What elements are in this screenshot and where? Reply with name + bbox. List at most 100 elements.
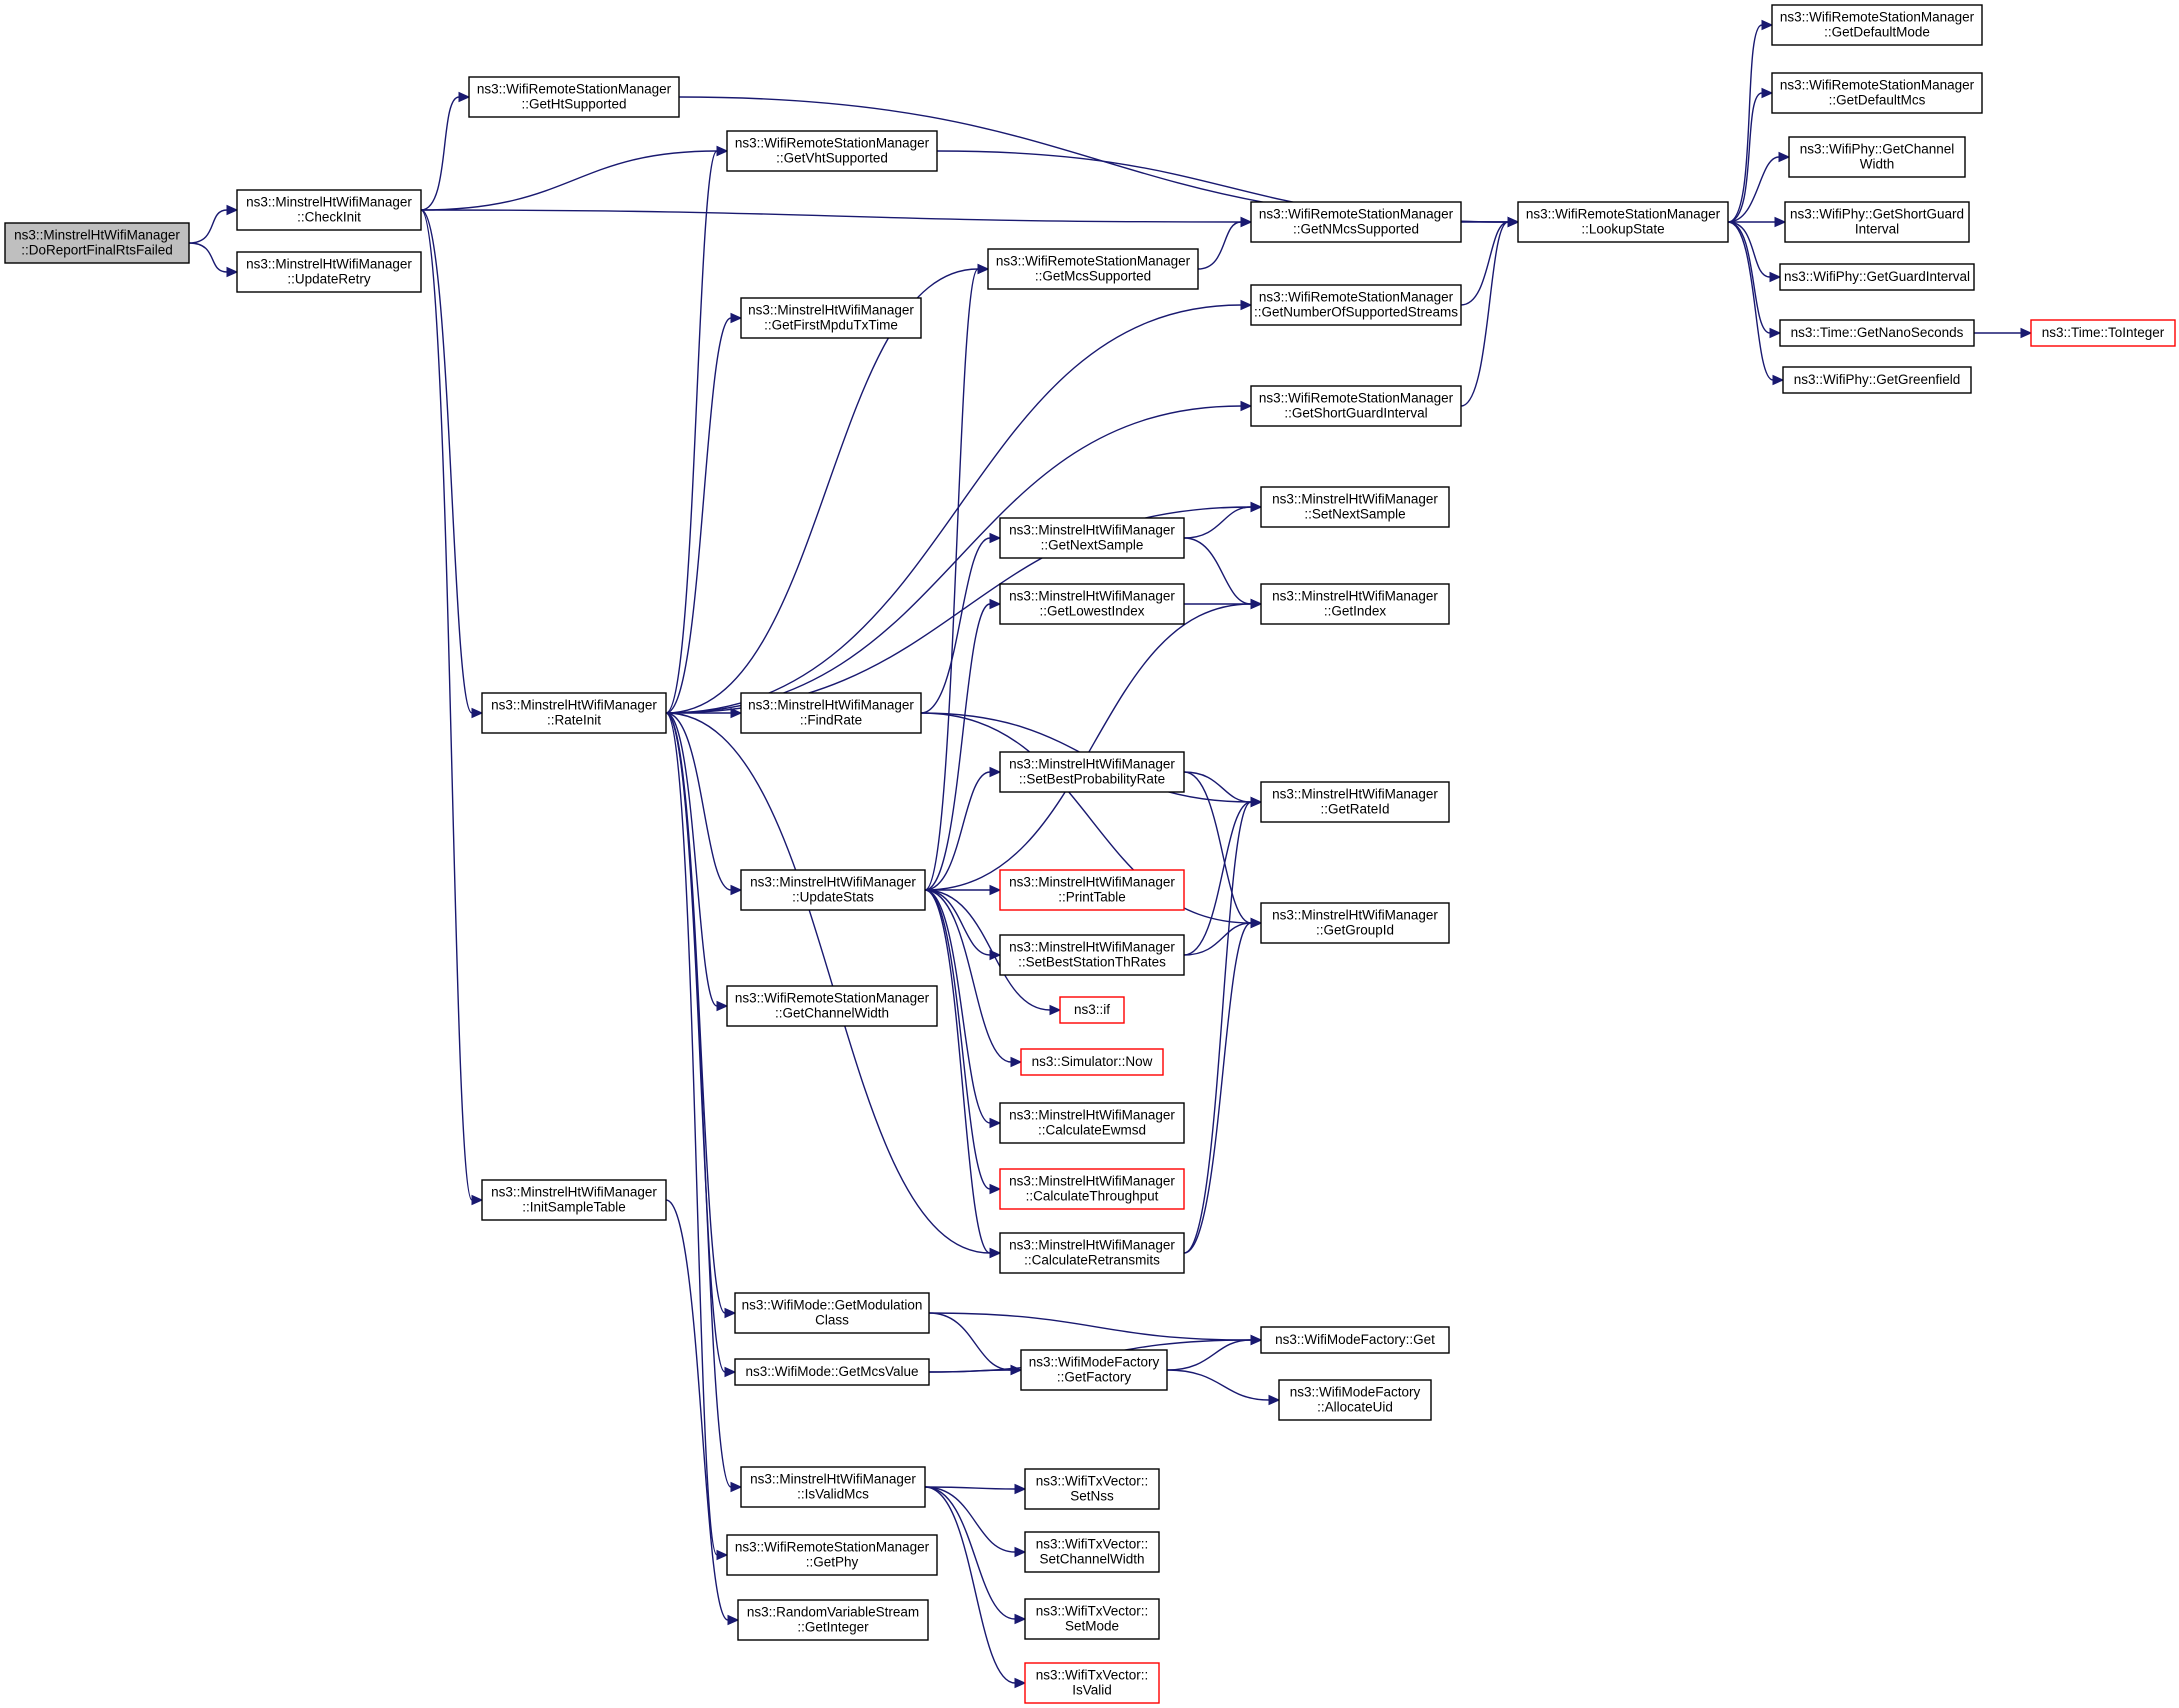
- graph-node-n33[interactable]: ns3::if: [1059, 996, 1125, 1024]
- graph-node-n26[interactable]: ns3::MinstrelHtWifiManager::SetBestProba…: [999, 751, 1185, 793]
- graph-node-n23[interactable]: ns3::MinstrelHtWifiManager::GetLowestInd…: [999, 583, 1185, 625]
- node-box: [4, 222, 190, 264]
- node-label: ::GetDefaultMcs: [1829, 93, 1926, 108]
- graph-node-n40[interactable]: ns3::WifiMode::GetMcsValue: [734, 1358, 930, 1386]
- graph-node-n30[interactable]: ns3::MinstrelHtWifiManager::SetBestStati…: [999, 934, 1185, 976]
- arrowhead: [989, 1117, 1002, 1129]
- node-label: ns3::MinstrelHtWifiManager: [1009, 757, 1175, 772]
- graph-node-n48[interactable]: ns3::RandomVariableStream::GetInteger: [737, 1599, 929, 1641]
- graph-node-n7[interactable]: ns3::MinstrelHtWifiManager::InitSampleTa…: [481, 1179, 667, 1221]
- arrowhead: [989, 884, 1002, 896]
- graph-node-n44[interactable]: ns3::WifiTxVector::SetNss: [1024, 1468, 1160, 1510]
- graph-node-n6[interactable]: ns3::MinstrelHtWifiManager::RateInit: [481, 692, 667, 734]
- node-box: [1771, 4, 1983, 46]
- node-label: ns3::MinstrelHtWifiManager: [1009, 940, 1175, 955]
- node-box: [1020, 1048, 1164, 1076]
- graph-node-n3[interactable]: ns3::WifiRemoteStationManager::GetHtSupp…: [468, 76, 680, 118]
- node-box: [999, 517, 1185, 559]
- arrowhead: [1778, 151, 1791, 163]
- node-box: [734, 1292, 930, 1334]
- node-box: [236, 251, 422, 293]
- graph-node-n11[interactable]: ns3::WifiPhy::GetChannelWidth: [1788, 136, 1966, 178]
- node-label: ns3::WifiPhy::GetShortGuard: [1790, 207, 1964, 222]
- node-label: IsValid: [1072, 1683, 1112, 1698]
- graph-node-n22[interactable]: ns3::MinstrelHtWifiManager::GetNextSampl…: [999, 517, 1185, 559]
- node-label: ::GetLowestIndex: [1039, 604, 1144, 619]
- graph-node-n15[interactable]: ns3::Time::ToInteger: [2030, 319, 2176, 347]
- graph-node-n8[interactable]: ns3::WifiRemoteStationManager::LookupSta…: [1517, 201, 1729, 243]
- edge-n28-n35: [924, 889, 991, 1124]
- arrowhead: [1250, 598, 1263, 610]
- node-box: [987, 248, 1199, 290]
- node-box: [1250, 385, 1462, 427]
- graph-node-n5[interactable]: ns3::WifiRemoteStationManager::GetNMcsSu…: [1250, 201, 1462, 243]
- node-box: [1260, 1326, 1450, 1354]
- graph-node-n18[interactable]: ns3::MinstrelHtWifiManager::GetFirstMpdu…: [740, 297, 922, 339]
- graph-node-n0[interactable]: ns3::MinstrelHtWifiManager::DoReportFina…: [4, 222, 190, 264]
- arrowhead: [989, 532, 1002, 544]
- edge-n22-n24: [1183, 537, 1252, 605]
- graph-node-n42[interactable]: ns3::WifiModeFactory::AllocateUid: [1278, 1379, 1432, 1421]
- graph-node-n9[interactable]: ns3::WifiRemoteStationManager::GetDefaul…: [1771, 4, 1983, 46]
- arrowhead: [1250, 501, 1263, 513]
- graph-node-n37[interactable]: ns3::MinstrelHtWifiManager::CalculateRet…: [999, 1232, 1185, 1274]
- edge-n20-n8: [1460, 221, 1509, 407]
- node-label: ns3::MinstrelHtWifiManager: [748, 303, 914, 318]
- graph-node-n49[interactable]: ns3::WifiTxVector::IsValid: [1024, 1662, 1160, 1704]
- graph-node-n47[interactable]: ns3::WifiTxVector::SetMode: [1024, 1598, 1160, 1640]
- graph-node-n29[interactable]: ns3::MinstrelHtWifiManager::PrintTable: [999, 869, 1185, 911]
- graph-node-n35[interactable]: ns3::MinstrelHtWifiManager::CalculateEwm…: [999, 1102, 1185, 1144]
- graph-node-n25[interactable]: ns3::MinstrelHtWifiManager::FindRate: [740, 692, 922, 734]
- arrowhead: [727, 1614, 740, 1626]
- graph-node-n10[interactable]: ns3::WifiRemoteStationManager::GetDefaul…: [1771, 72, 1983, 114]
- arrowhead: [730, 1481, 743, 1493]
- arrowhead: [1010, 1056, 1023, 1068]
- graph-node-n27[interactable]: ns3::MinstrelHtWifiManager::GetRateId: [1260, 781, 1450, 823]
- graph-node-n14[interactable]: ns3::Time::GetNanoSeconds: [1779, 319, 1975, 347]
- graph-node-n19[interactable]: ns3::WifiRemoteStationManager::GetNumber…: [1250, 284, 1462, 326]
- graph-node-n12[interactable]: ns3::WifiPhy::GetShortGuardInterval: [1784, 201, 1970, 243]
- graph-node-n4[interactable]: ns3::WifiRemoteStationManager::GetVhtSup…: [726, 130, 938, 172]
- graph-node-n17[interactable]: ns3::WifiRemoteStationManager::GetMcsSup…: [987, 248, 1199, 290]
- graph-node-n46[interactable]: ns3::WifiRemoteStationManager::GetPhy: [726, 1534, 938, 1576]
- arrowhead: [1240, 216, 1253, 228]
- node-box: [740, 297, 922, 339]
- node-label: ::SetNextSample: [1304, 507, 1405, 522]
- node-box: [999, 934, 1185, 976]
- graph-node-n24[interactable]: ns3::MinstrelHtWifiManager::GetIndex: [1260, 583, 1450, 625]
- arrowhead: [716, 1000, 729, 1012]
- graph-node-n1[interactable]: ns3::MinstrelHtWifiManager::CheckInit: [236, 189, 422, 231]
- node-label: ns3::MinstrelHtWifiManager: [1272, 787, 1438, 802]
- graph-node-n31[interactable]: ns3::MinstrelHtWifiManager::GetGroupId: [1260, 902, 1450, 944]
- arrowhead: [1010, 1364, 1023, 1376]
- arrowhead: [724, 1366, 737, 1378]
- edge-n6-n4: [665, 150, 718, 714]
- node-box: [1024, 1531, 1160, 1573]
- graph-node-n16[interactable]: ns3::WifiPhy::GetGreenfield: [1782, 366, 1972, 394]
- graph-node-n43[interactable]: ns3::MinstrelHtWifiManager::IsValidMcs: [740, 1466, 926, 1508]
- graph-node-n2[interactable]: ns3::MinstrelHtWifiManager::UpdateRetry: [236, 251, 422, 293]
- graph-node-n28[interactable]: ns3::MinstrelHtWifiManager::UpdateStats: [740, 869, 926, 911]
- graph-node-n20[interactable]: ns3::WifiRemoteStationManager::GetShortG…: [1250, 385, 1462, 427]
- node-label: ns3::MinstrelHtWifiManager: [1009, 1108, 1175, 1123]
- edge-n37-n27: [1183, 801, 1252, 1254]
- node-label: ns3::WifiPhy::GetGreenfield: [1794, 372, 1961, 387]
- graph-node-n21[interactable]: ns3::MinstrelHtWifiManager::SetNextSampl…: [1260, 486, 1450, 528]
- graph-node-n32[interactable]: ns3::WifiRemoteStationManager::GetChanne…: [726, 985, 938, 1027]
- node-label: ns3::WifiModeFactory::Get: [1275, 1332, 1435, 1347]
- graph-node-n36[interactable]: ns3::MinstrelHtWifiManager::CalculateThr…: [999, 1168, 1185, 1210]
- arrowhead: [724, 1307, 737, 1319]
- node-label: ns3::WifiRemoteStationManager: [1526, 207, 1721, 222]
- graph-node-n41[interactable]: ns3::WifiModeFactory::GetFactory: [1020, 1349, 1168, 1391]
- edge-n6-n18: [665, 317, 732, 714]
- node-box: [740, 1466, 926, 1508]
- graph-node-n34[interactable]: ns3::Simulator::Now: [1020, 1048, 1164, 1076]
- arrowhead: [1014, 1613, 1027, 1625]
- arrowhead: [1774, 216, 1787, 228]
- graph-node-n45[interactable]: ns3::WifiTxVector::SetChannelWidth: [1024, 1531, 1160, 1573]
- graph-node-n13[interactable]: ns3::WifiPhy::GetGuardInterval: [1779, 263, 1975, 291]
- graph-node-n39[interactable]: ns3::WifiModeFactory::Get: [1260, 1326, 1450, 1354]
- node-box: [1024, 1662, 1160, 1704]
- node-label: ::GetPhy: [806, 1555, 859, 1570]
